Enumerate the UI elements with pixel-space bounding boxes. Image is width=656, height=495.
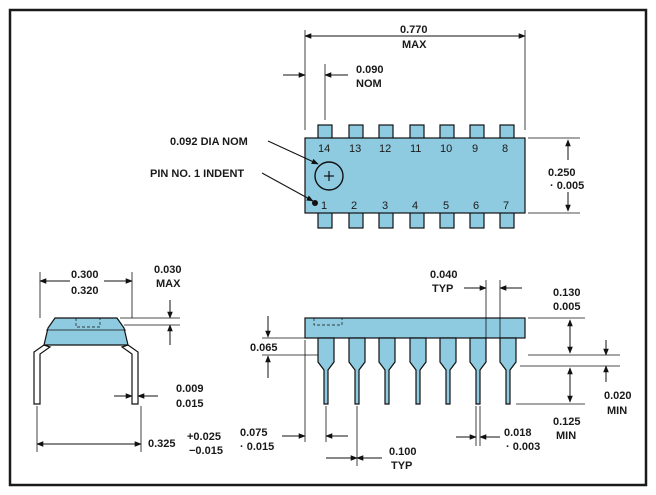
pin-label-5: 5 bbox=[443, 200, 449, 212]
lead-width-note: TYP bbox=[432, 283, 453, 295]
pin-6 bbox=[469, 211, 485, 229]
dia-label: 0.092 DIA NOM bbox=[170, 136, 248, 148]
pin-label-13: 13 bbox=[349, 143, 361, 155]
pin-8 bbox=[499, 124, 515, 140]
lead-length-value: 0.125 bbox=[553, 416, 581, 428]
bottom-pins bbox=[317, 211, 515, 229]
tip-width-value: 0.018 bbox=[504, 427, 532, 439]
pin-7 bbox=[499, 211, 515, 229]
seating-value: 0.020 bbox=[604, 390, 632, 402]
pin-2 bbox=[348, 211, 364, 229]
side-view: 0.040 TYP 0.130 0.005 0.020 MIN 0.125 MI… bbox=[240, 269, 632, 472]
pin-label-1: 1 bbox=[321, 200, 327, 212]
pin-label-6: 6 bbox=[473, 200, 479, 212]
package-body-top bbox=[304, 137, 526, 214]
pin-label-9: 9 bbox=[472, 143, 478, 155]
lead-spread-tol-plus: +0.025 bbox=[187, 431, 221, 443]
height-value: 0.130 bbox=[553, 287, 581, 299]
pin-label-12: 12 bbox=[379, 143, 391, 155]
top-gap-note: MAX bbox=[156, 278, 181, 290]
end-lead-left bbox=[33, 344, 52, 405]
pin-offset-value: 0.090 bbox=[356, 64, 384, 76]
pin-label-4: 4 bbox=[412, 200, 418, 212]
end-width-value-2: 0.320 bbox=[71, 285, 99, 297]
end-width-value: 0.300 bbox=[71, 269, 99, 281]
pin-label-8: 8 bbox=[502, 143, 508, 155]
lead-spread-tol-minus: −0.015 bbox=[189, 445, 223, 457]
pin-label-14: 14 bbox=[318, 143, 330, 155]
pitch-value: 0.100 bbox=[389, 446, 417, 458]
pin-4 bbox=[409, 211, 425, 229]
end-offset-value: 0.075 bbox=[240, 427, 268, 439]
pin-12 bbox=[378, 124, 394, 140]
seating-note: MIN bbox=[607, 405, 627, 417]
top-gap-value: 0.030 bbox=[154, 264, 182, 276]
indent-circle bbox=[314, 161, 344, 191]
pin-5 bbox=[439, 211, 455, 229]
end-lead-right bbox=[120, 344, 139, 405]
lead-spread-value: 0.325 bbox=[148, 438, 176, 450]
shoulder-value: 0.065 bbox=[250, 342, 278, 354]
lead-thickness-value: 0.009 bbox=[176, 383, 204, 395]
pin-label-2: 2 bbox=[351, 200, 357, 212]
overall-length-value: 0.770 bbox=[400, 24, 428, 36]
body-width-tol: · 0.005 bbox=[550, 180, 584, 192]
pitch-note: TYP bbox=[391, 460, 412, 472]
top-view: 14 13 12 11 10 9 8 1 2 3 4 5 6 7 0.770 M… bbox=[150, 24, 584, 229]
top-pins bbox=[317, 124, 515, 140]
end-view: 0.300 0.320 0.030 MAX 0.009 0.015 0.325 … bbox=[33, 264, 223, 457]
body-width-value: 0.250 bbox=[548, 167, 576, 179]
drawing-border bbox=[8, 8, 648, 487]
side-leads bbox=[317, 337, 517, 405]
pin-1-dot bbox=[312, 200, 318, 206]
pin-offset-note: NOM bbox=[356, 78, 382, 90]
pin-13 bbox=[348, 124, 364, 140]
height-value-2: 0.005 bbox=[553, 301, 581, 313]
package-body-side bbox=[304, 317, 526, 339]
pin-11 bbox=[409, 124, 425, 140]
pin-10 bbox=[439, 124, 455, 140]
pin-label-7: 7 bbox=[503, 200, 509, 212]
pin-3 bbox=[378, 211, 394, 229]
lead-length-note: MIN bbox=[556, 430, 576, 442]
end-offset-tol: · 0.015 bbox=[240, 441, 274, 453]
pin-1 bbox=[317, 211, 333, 229]
tip-width-tol: · 0.003 bbox=[506, 441, 540, 453]
indent-label: PIN NO. 1 INDENT bbox=[150, 168, 244, 180]
pin-label-3: 3 bbox=[382, 200, 388, 212]
pin-label-10: 10 bbox=[440, 143, 452, 155]
overall-length-note: MAX bbox=[402, 39, 427, 51]
pin-9 bbox=[469, 124, 485, 140]
lead-thickness-value-2: 0.015 bbox=[176, 398, 204, 410]
lead-width-value: 0.040 bbox=[430, 269, 458, 281]
pin-label-11: 11 bbox=[410, 143, 421, 155]
package-body-end bbox=[43, 317, 129, 346]
pin-14 bbox=[317, 124, 333, 140]
